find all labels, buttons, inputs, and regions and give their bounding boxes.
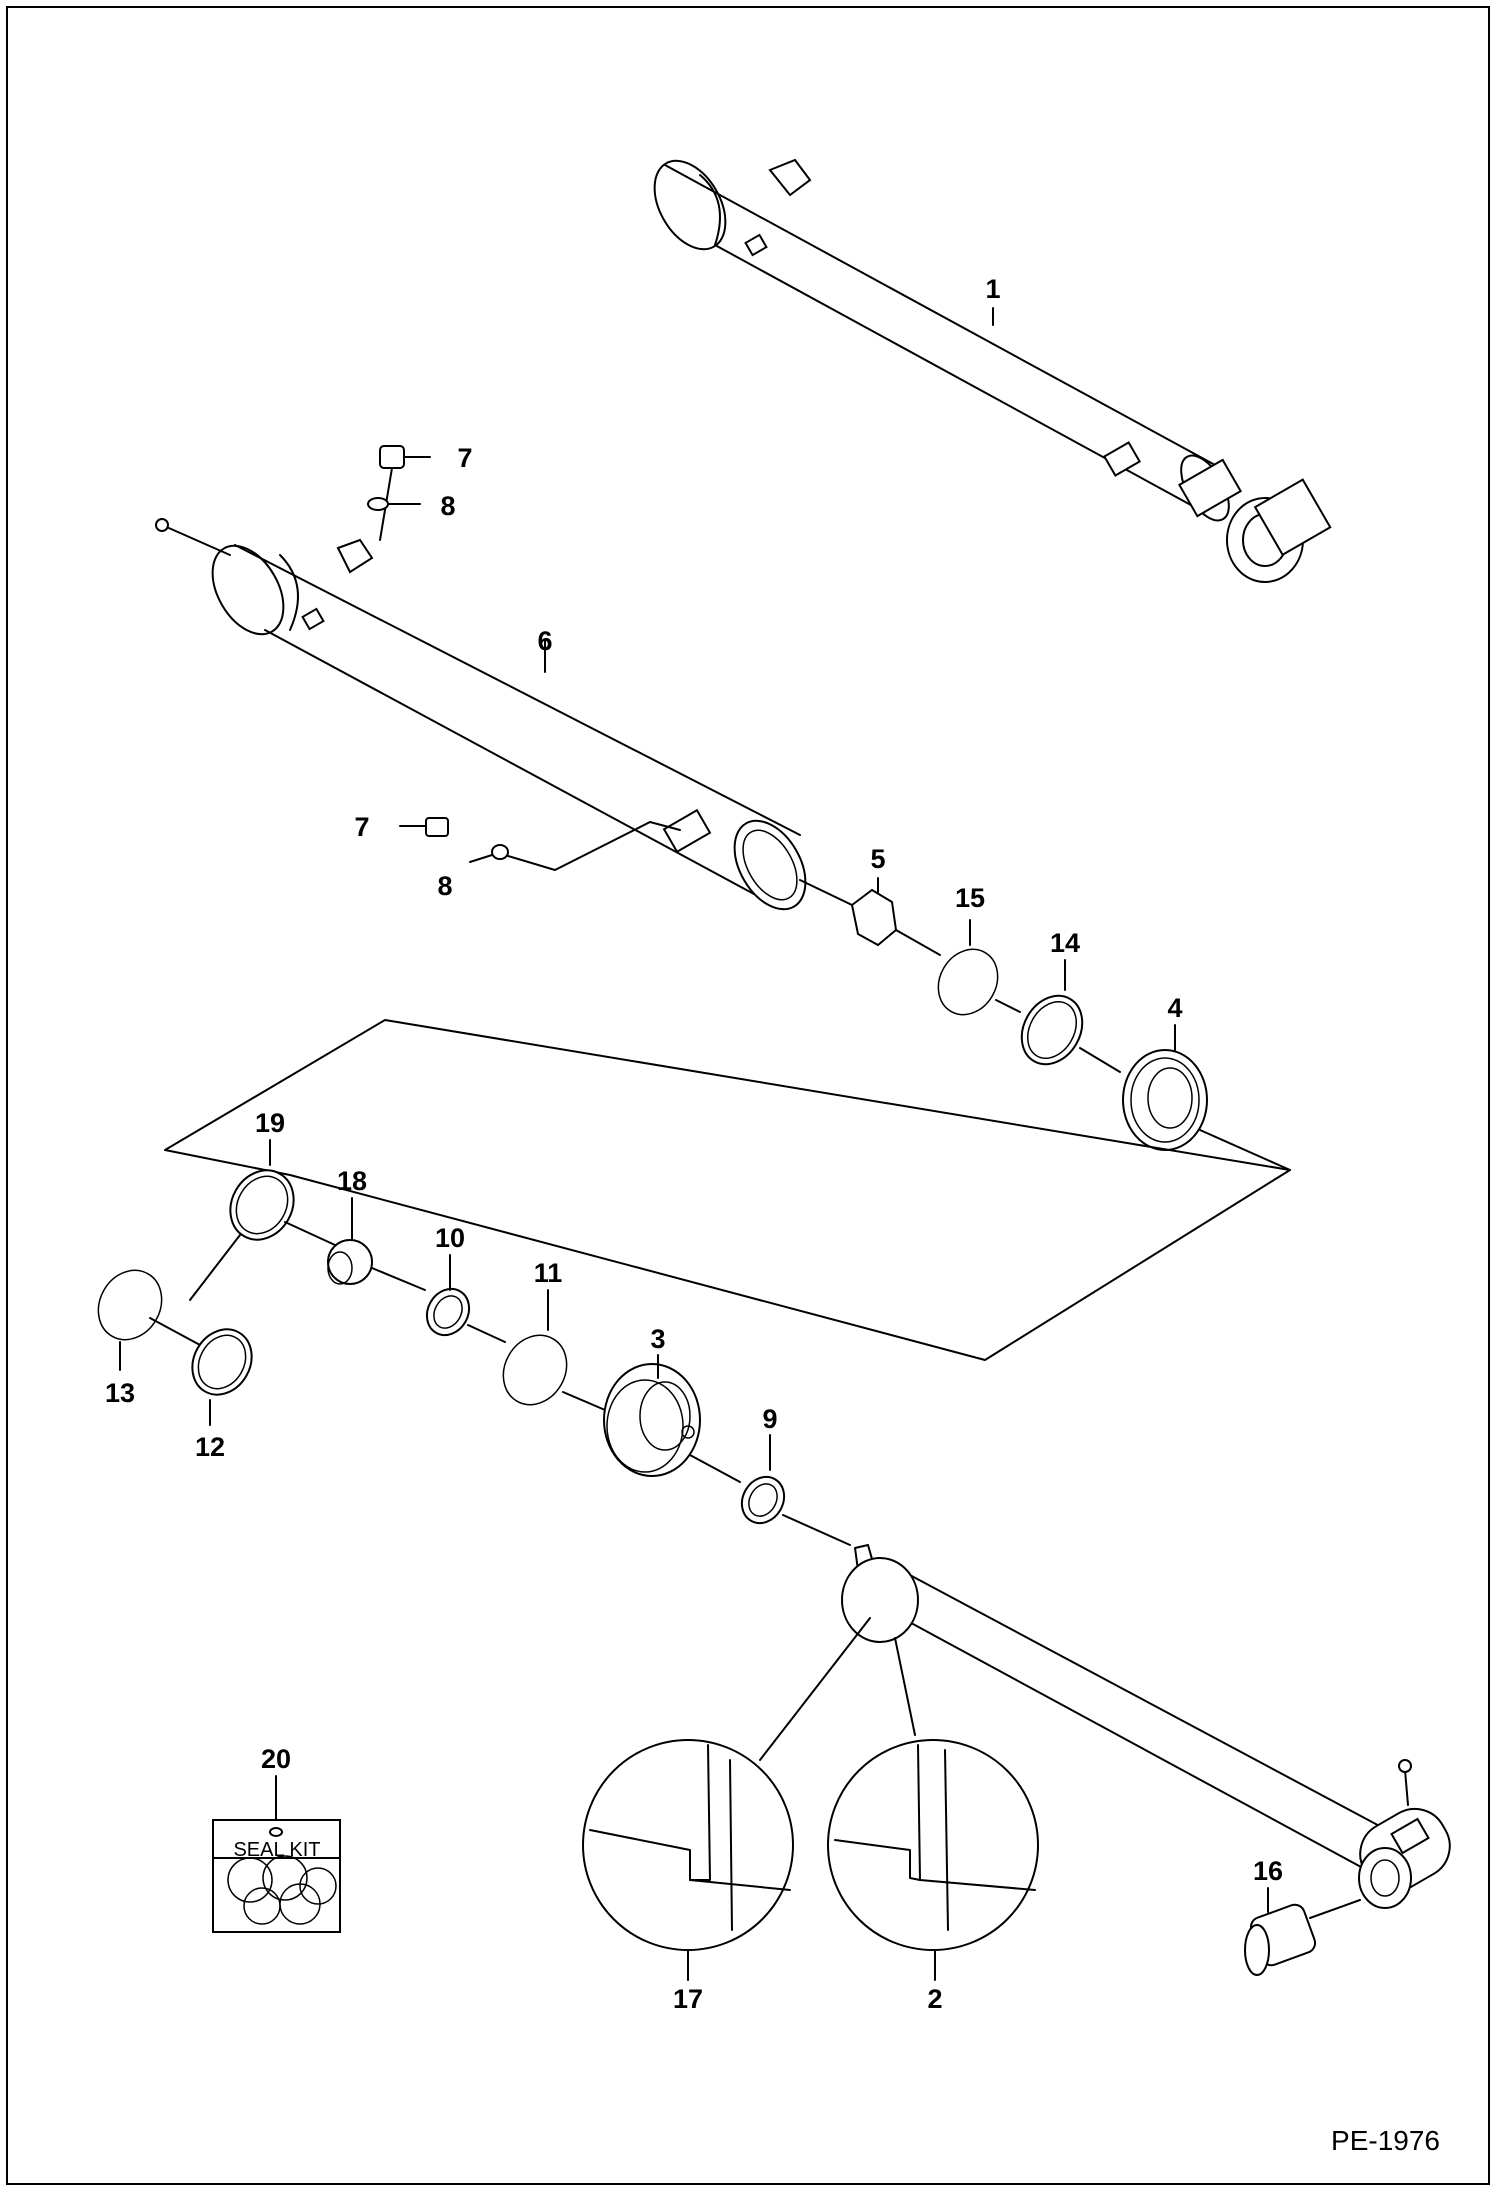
leader-13: [119, 1317, 201, 1371]
callout-17: 17: [673, 1984, 703, 2014]
callout-1: 1: [985, 274, 1000, 304]
leader-14: [1064, 959, 1121, 1073]
seal-9: [740, 1475, 786, 1525]
oring-8-top: [367, 497, 421, 511]
leader-18: [351, 1197, 426, 1291]
callout-5: 5: [870, 844, 885, 874]
detail-circle-17: [582, 1739, 794, 1951]
piston-4: [1122, 1049, 1291, 1171]
bushing-16: [1244, 1899, 1361, 1976]
callout-14: 14: [1050, 928, 1080, 958]
leader-15: [969, 919, 1021, 1013]
oring-11: [502, 1334, 568, 1406]
detail-circle-2: [827, 1739, 1039, 1951]
plug-7-top: [379, 445, 431, 541]
callout-15: 15: [955, 883, 985, 913]
plug-7-lower: [399, 817, 449, 837]
callout-20: 20: [261, 1744, 291, 1774]
backup-ring-12: [191, 1328, 253, 1396]
callout-16: 16: [1253, 1856, 1283, 1886]
callout-6: 6: [537, 626, 552, 656]
seal-kit-label: SEAL KIT: [233, 1839, 320, 1861]
callout-12: 12: [195, 1432, 225, 1462]
leader-9: [769, 1434, 851, 1546]
callout-7-lower: 7: [354, 812, 369, 842]
oring-13: [97, 1269, 163, 1341]
leader-11: [547, 1289, 606, 1411]
callout-19: 19: [255, 1108, 285, 1138]
wiper-10: [425, 1287, 471, 1337]
callout-10: 10: [435, 1223, 465, 1253]
bracket-group: [164, 1019, 1291, 1361]
wear-ring-19: [229, 1169, 295, 1241]
callout-3: 3: [650, 1324, 665, 1354]
figure-id: PE-1976: [1331, 2125, 1440, 2156]
backup-ring-14: [1020, 994, 1084, 1066]
callout-9: 9: [762, 1404, 777, 1434]
oring-15: [937, 948, 999, 1016]
callout-13: 13: [105, 1378, 135, 1408]
gland-3: [603, 1363, 741, 1483]
detail-leaders: [759, 1617, 916, 1761]
leader-10: [449, 1254, 506, 1343]
callout-11: 11: [534, 1258, 563, 1288]
leader-19: [189, 1139, 336, 1301]
oring-8-lower: [469, 821, 681, 871]
callout-8-lower: 8: [437, 871, 452, 901]
callout-2: 2: [927, 1984, 942, 2014]
rod-2: [841, 1544, 1451, 1909]
callout-4: 4: [1167, 993, 1182, 1023]
callout-7-top: 7: [457, 443, 472, 473]
seal-kit-20: SEAL KIT: [212, 1819, 341, 1933]
callout-8-top: 8: [440, 491, 455, 521]
cylinder-assembly-1: [653, 158, 1332, 583]
callout-18: 18: [337, 1166, 367, 1196]
barrel-6: [155, 518, 807, 911]
nut-5: [799, 879, 941, 956]
bushing-18: [327, 1239, 373, 1285]
